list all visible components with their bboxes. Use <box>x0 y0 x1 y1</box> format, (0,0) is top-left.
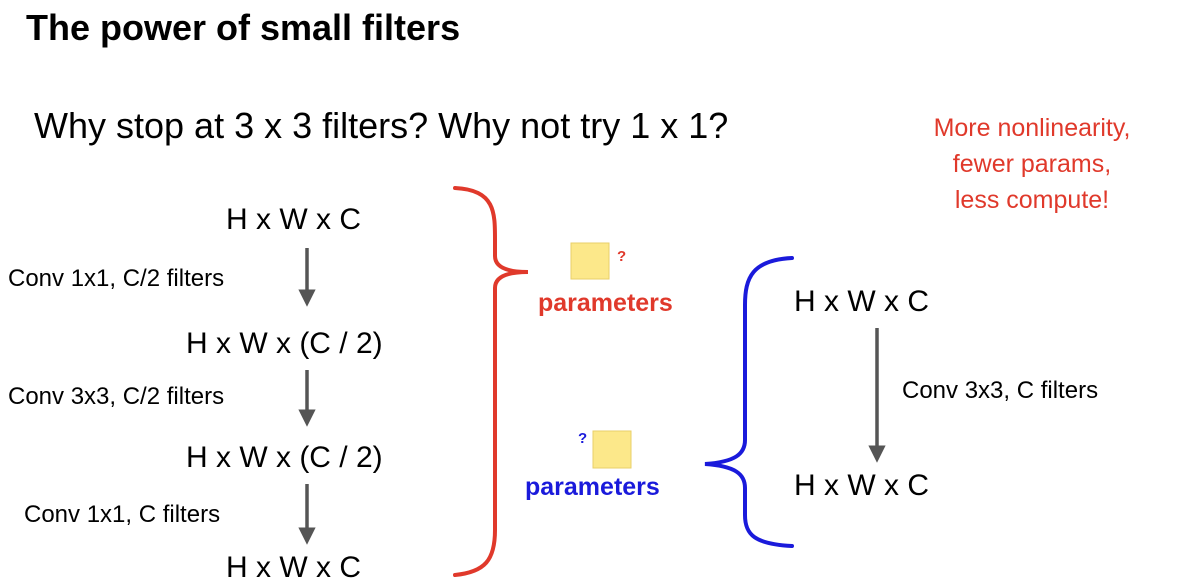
slide-title: The power of small filters <box>26 7 461 48</box>
note-line-3: less compute! <box>954 186 1110 214</box>
bottleneck-conv-2: Conv 3x3, C/2 filters <box>8 383 225 410</box>
note-line-1: More nonlinearity, <box>933 114 1131 142</box>
bottleneck-params-label: parameters <box>538 289 673 317</box>
bottleneck-conv-1: Conv 1x1, C/2 filters <box>8 265 225 292</box>
bottleneck-params-box <box>570 242 610 280</box>
bottleneck-layer-1: H x W x C <box>226 203 361 236</box>
bottleneck-layer-3: H x W x (C / 2) <box>186 441 383 474</box>
slide-subtitle: Why stop at 3 x 3 filters? Why not try 1… <box>34 105 729 146</box>
bottleneck-layer-2: H x W x (C / 2) <box>186 327 383 360</box>
bottleneck-layer-4: H x W x C <box>226 551 361 584</box>
single-layer-2: H x W x C <box>794 469 929 502</box>
bottleneck-conv-3: Conv 1x1, C filters <box>24 501 221 528</box>
note-line-2: fewer params, <box>952 150 1112 178</box>
benefit-note: More nonlinearity, fewer params, less co… <box>904 110 1160 218</box>
single-layer-1: H x W x C <box>794 285 929 318</box>
single-params-box <box>592 430 632 469</box>
bottleneck-params-question: ? <box>617 248 627 265</box>
blue-brace-icon <box>704 256 794 548</box>
red-brace-icon <box>453 186 529 577</box>
single-conv: Conv 3x3, C filters <box>902 377 1099 404</box>
single-params-question: ? <box>578 430 588 447</box>
single-params-label: parameters <box>525 473 660 501</box>
